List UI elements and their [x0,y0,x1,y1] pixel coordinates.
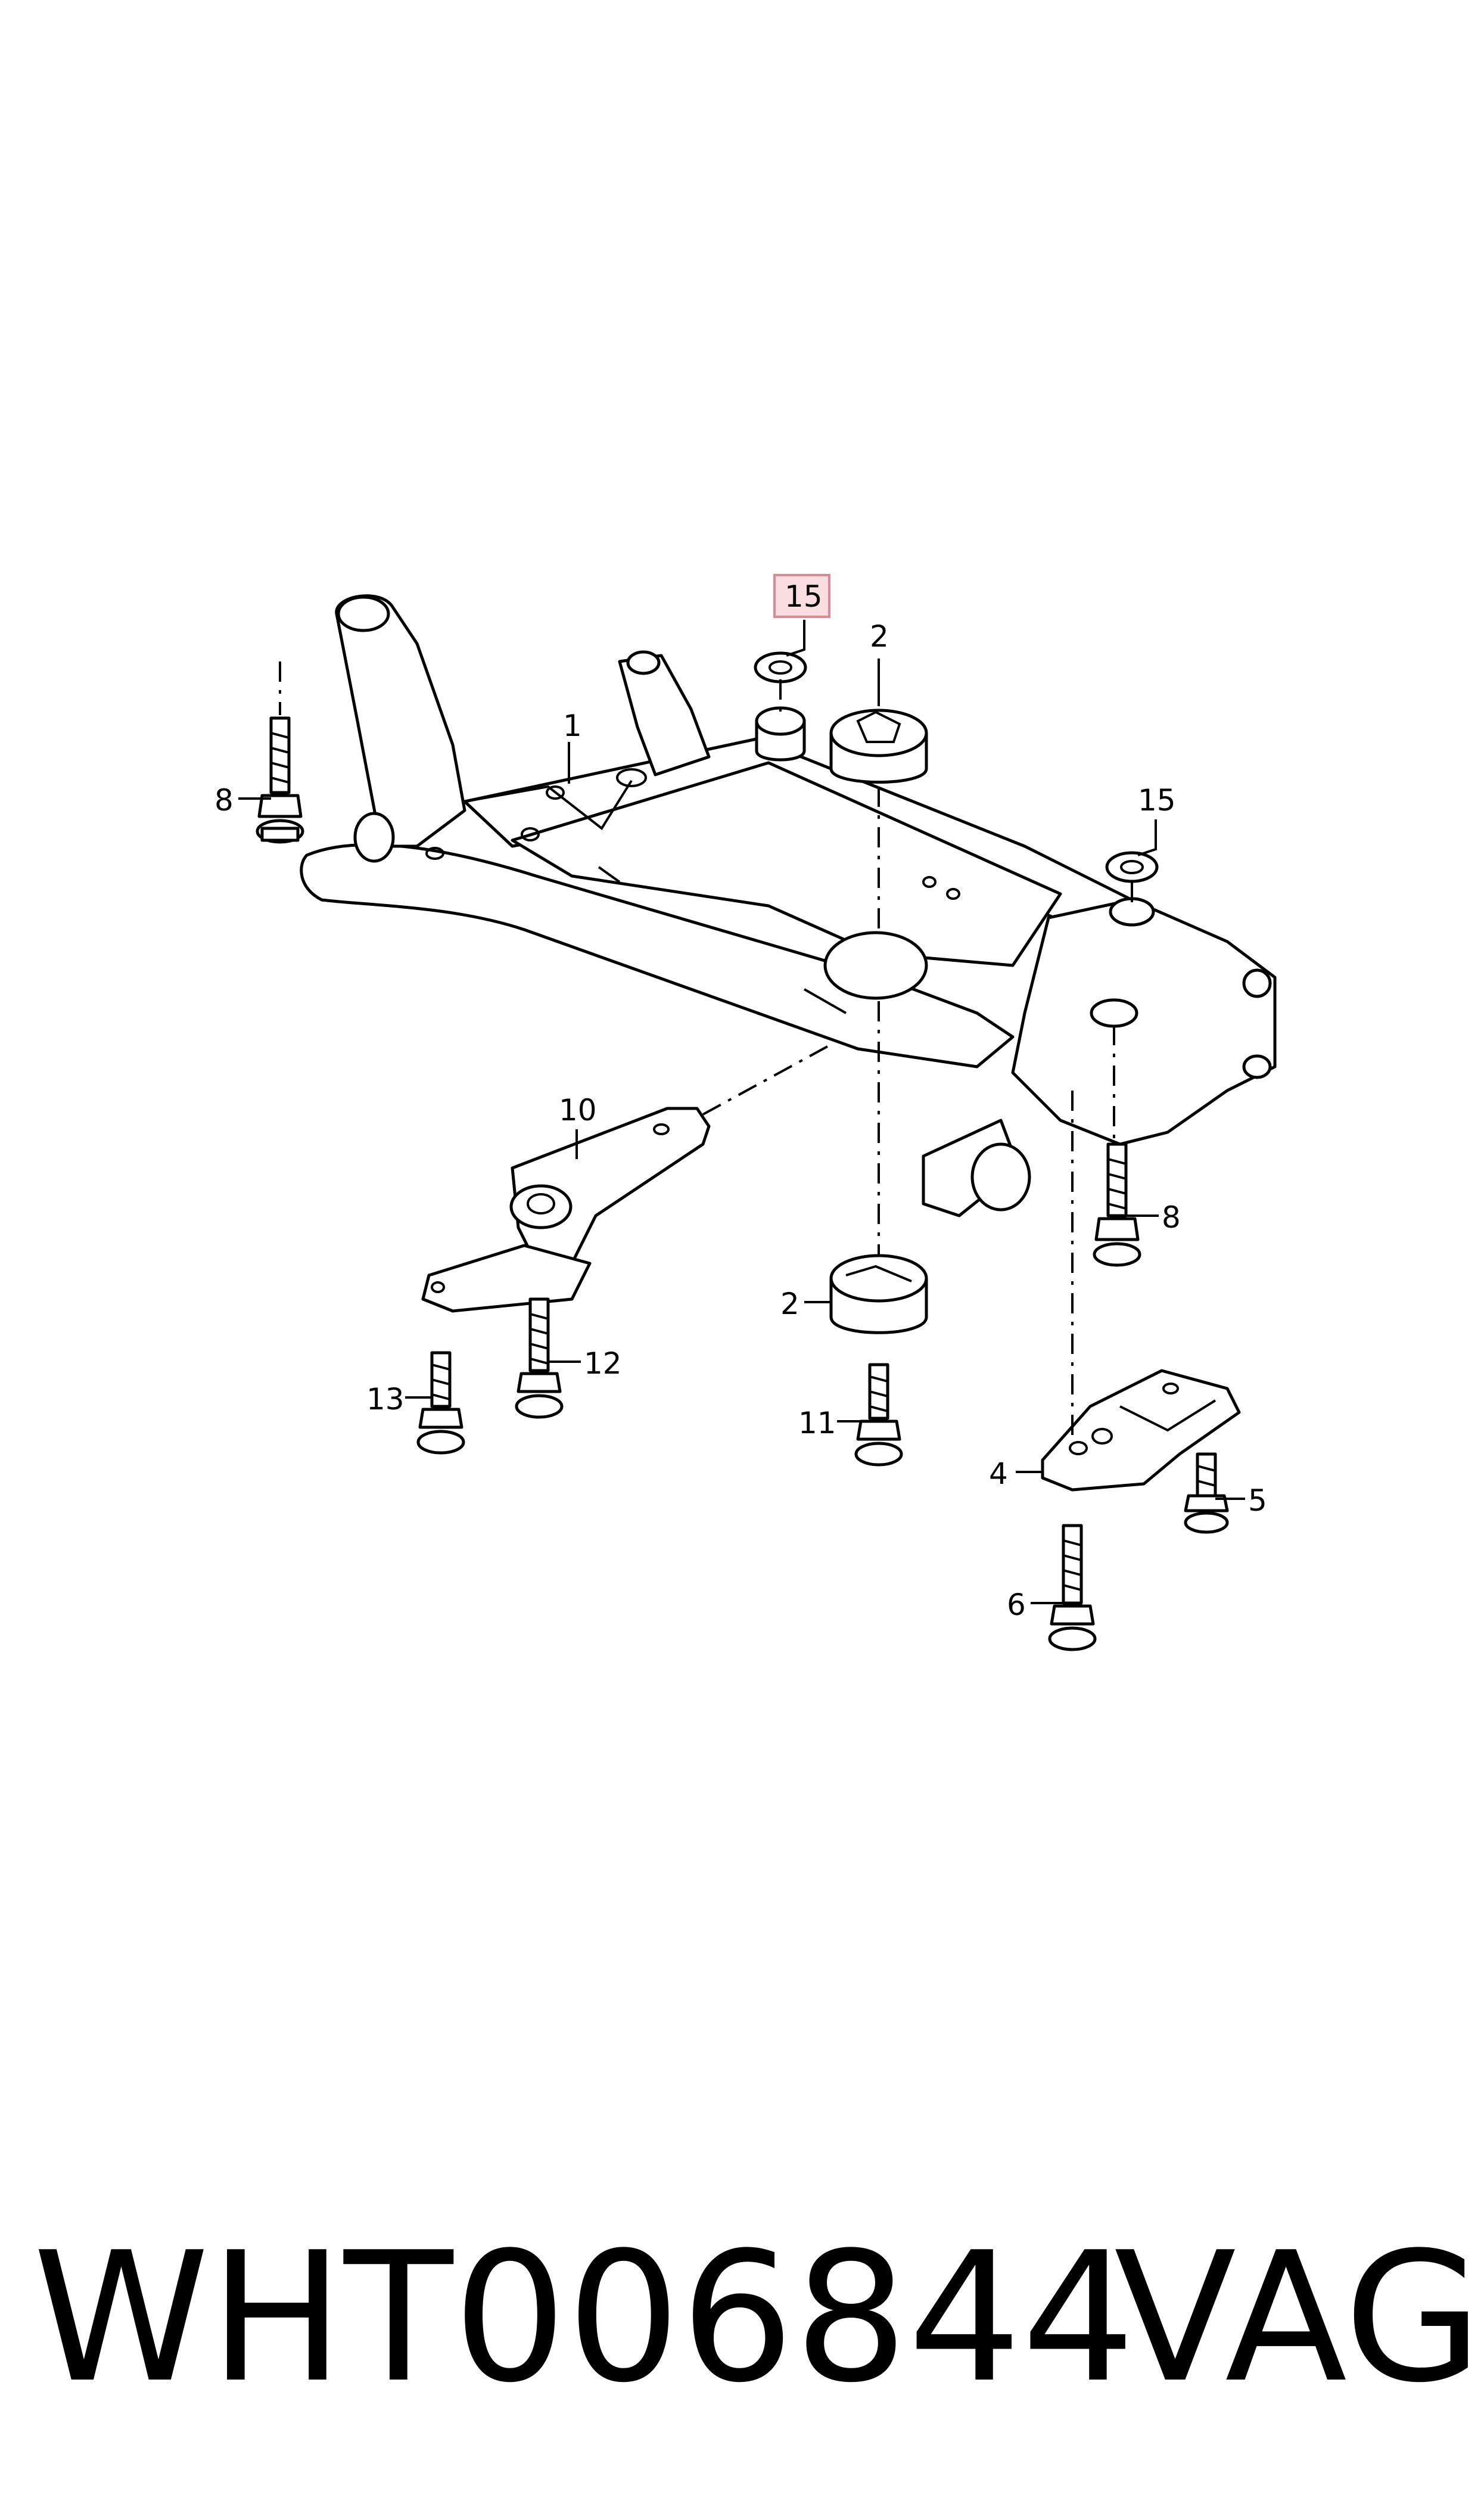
callout-4: 4 [989,1456,1008,1491]
washer-15-left [754,651,807,684]
callout-leaders [238,620,1245,1604]
callout-12: 12 [584,1346,622,1381]
bolt-8-left [256,716,304,844]
bolt-12 [515,1297,564,1419]
bolt-11 [854,1363,903,1467]
bolt-6 [1048,1524,1097,1651]
callout-10: 10 [559,1093,597,1128]
bolt-8-right [1093,1142,1141,1267]
callout-6: 6 [1007,1588,1026,1622]
bolt-5 [1184,1452,1229,1534]
callout-15-right: 15 [1138,783,1176,818]
assembly-lines [279,661,1133,1442]
callout-15-highlighted: 15 [785,579,823,614]
bolt-13 [416,1351,465,1455]
callout-8-left: 8 [214,783,234,818]
highlight-box-15 [773,574,830,618]
callout-2-top: 2 [870,619,889,654]
washer-15-right [1105,851,1159,883]
part-number: WHT006844 [33,2214,1135,2422]
callout-labels: 1 2 2 4 5 6 8 8 10 11 12 13 15 15 [214,579,1267,1622]
rubber-bushing-top [829,709,928,784]
rubber-bushing-bottom [829,1254,928,1334]
callout-5: 5 [1248,1483,1267,1518]
callout-1: 1 [563,709,582,743]
callout-8-right: 8 [1162,1200,1181,1235]
subframe-crossmember [300,594,1277,1217]
brand-label: VAG [1114,2214,1483,2422]
pendulum-support [421,1107,711,1313]
callout-13: 13 [366,1382,405,1417]
callout-11: 11 [798,1406,836,1440]
callout-2-bottom: 2 [780,1287,799,1321]
mounting-bracket [1041,1369,1241,1492]
